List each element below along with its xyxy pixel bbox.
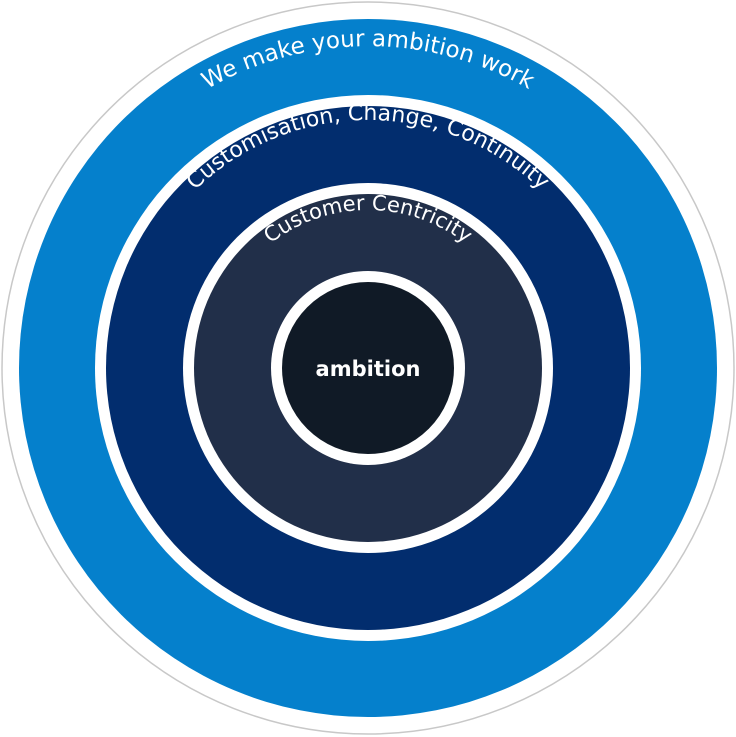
center-label: ambition — [316, 357, 421, 381]
center-circle — [282, 282, 454, 454]
